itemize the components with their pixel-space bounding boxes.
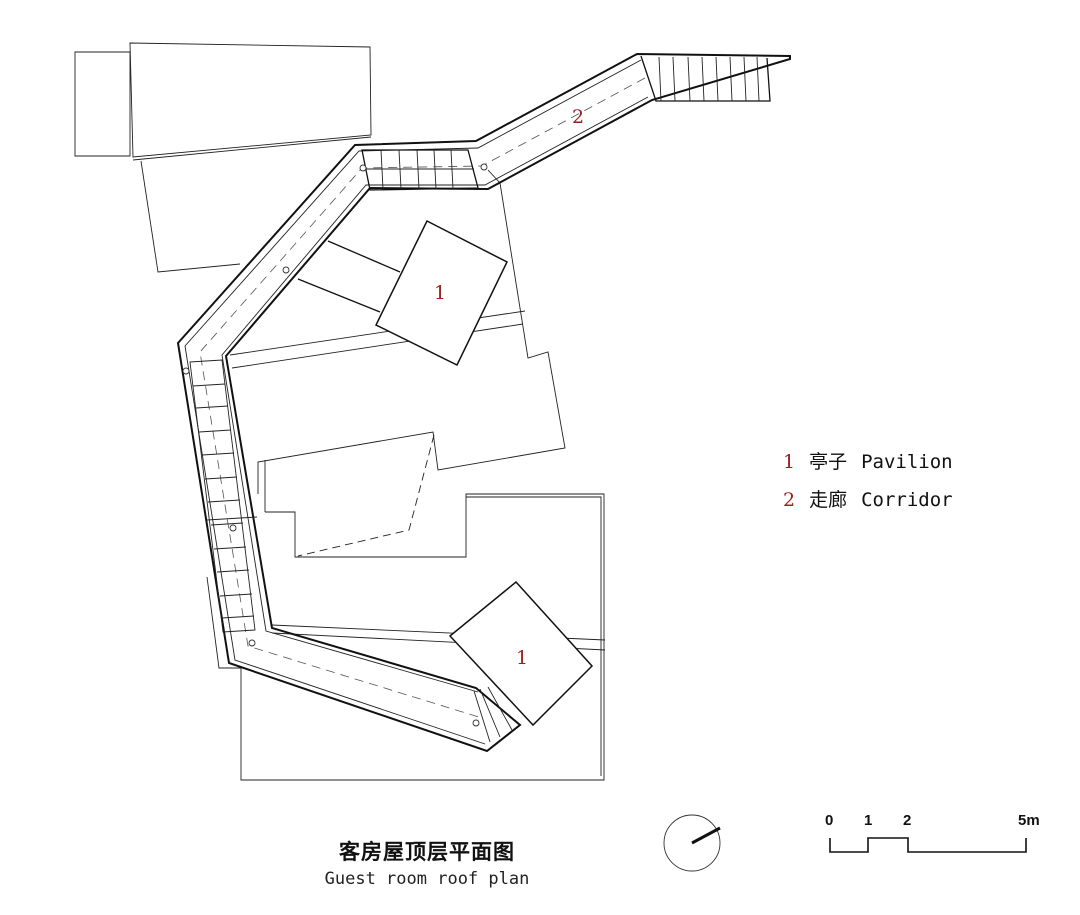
legend-item-pavilion: 1 亭子 Pavilion bbox=[783, 447, 953, 474]
pavilion-lower-label: 1 bbox=[516, 647, 528, 669]
stair-treads bbox=[658, 56, 760, 102]
scale-label-1: 1 bbox=[864, 812, 873, 829]
top-grid-lines bbox=[365, 149, 474, 190]
outline-top-block bbox=[129, 42, 372, 158]
outline-south-inner bbox=[466, 496, 602, 776]
scale-label-5m: 5m bbox=[1018, 812, 1040, 829]
outline-south-block bbox=[206, 493, 605, 781]
outline-edge bbox=[132, 136, 372, 161]
column-marker bbox=[182, 367, 190, 375]
scale-label-0: 0 bbox=[825, 812, 834, 829]
corridor bbox=[176, 52, 791, 753]
legend-label-zh: 走廊 bbox=[809, 489, 848, 511]
legend-number: 1 bbox=[783, 451, 796, 473]
corridor-centerline bbox=[199, 77, 646, 719]
legend-label-zh: 亭子 bbox=[809, 451, 848, 473]
outline-hidden-edge bbox=[297, 434, 435, 557]
column-marker bbox=[472, 719, 480, 727]
top-grid-panel bbox=[361, 149, 479, 191]
column-marker bbox=[480, 163, 488, 171]
legend-label-en: Corridor bbox=[861, 489, 953, 511]
corridor-inner-inner-edge bbox=[221, 96, 649, 693]
stair-outline bbox=[640, 55, 771, 102]
legend-item-corridor: 2 走廊 Corridor bbox=[783, 485, 953, 512]
pavilion-upper-label: 1 bbox=[434, 282, 446, 304]
outline-west-wall bbox=[140, 160, 241, 273]
corridor-outline bbox=[176, 52, 791, 753]
column-marker bbox=[282, 266, 290, 274]
column-marker bbox=[229, 524, 237, 532]
corridor-label: 2 bbox=[572, 106, 584, 128]
pavilion-lower bbox=[448, 580, 594, 727]
north-arrow-icon bbox=[663, 814, 721, 872]
outline-annex bbox=[74, 51, 131, 157]
scale-label-2: 2 bbox=[903, 812, 912, 829]
drawing-title-zh: 客房屋顶层平面图 bbox=[339, 840, 515, 864]
legend-number: 2 bbox=[783, 489, 796, 511]
outline-east-wing bbox=[257, 169, 566, 494]
corridor-inner-outer-edge bbox=[184, 59, 642, 745]
lower-steps bbox=[473, 686, 513, 743]
legend-label-en: Pavilion bbox=[861, 451, 953, 473]
pavilion-upper bbox=[374, 219, 508, 367]
outline-roof-line bbox=[229, 310, 526, 369]
column-marker bbox=[359, 164, 367, 172]
drawing-title-en: Guest room roof plan bbox=[324, 869, 530, 889]
west-grid-panels bbox=[189, 359, 258, 633]
scale-bar bbox=[829, 837, 1027, 853]
bridge-upper bbox=[297, 240, 401, 313]
column-marker bbox=[248, 639, 256, 647]
